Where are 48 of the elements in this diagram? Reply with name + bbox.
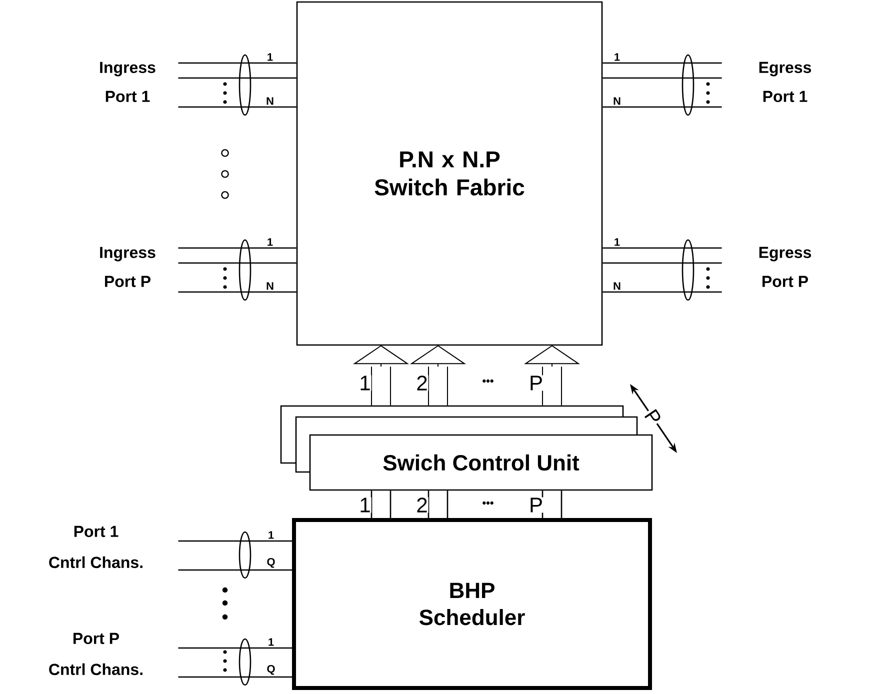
channel-line [178, 247, 296, 249]
switch-fabric-box: P.N x N.P Switch Fabric [296, 1, 603, 346]
channel-line [178, 676, 292, 678]
edge-label: N [266, 96, 274, 106]
edge-label: Q [266, 664, 276, 676]
channel-line [178, 569, 292, 571]
port-label: Egress Port 1 [759, 62, 812, 102]
edge-label: 1 [613, 238, 621, 246]
edge-label: 1 [266, 238, 274, 246]
channel-line [178, 540, 292, 542]
port-label: Egress Port P [759, 246, 812, 288]
channel-line [178, 647, 292, 649]
channel-line [178, 291, 296, 293]
edge-label: P [528, 375, 544, 391]
channel-line [178, 262, 296, 264]
channel-line [178, 77, 296, 79]
edge-label: N [612, 282, 622, 290]
channel-line [178, 62, 296, 64]
ellipsis-dots: ••• [481, 378, 495, 386]
hollow-arrow-shaft [542, 490, 562, 519]
edge-label: 1 [358, 497, 372, 513]
edge-label: N [266, 282, 274, 290]
edge-label: 1 [266, 52, 274, 62]
ellipsis-dots: ••• [481, 500, 495, 508]
edge-label: 1 [613, 52, 621, 62]
channel-label: Port P Cntrl Chans. [49, 632, 142, 676]
channel-line [602, 247, 722, 249]
channel-line [602, 291, 722, 293]
edge-label: P [528, 497, 544, 513]
edge-label: Q [266, 557, 276, 568]
port-label: Ingress Port 1 [100, 62, 156, 102]
scheduler-box: BHP Scheduler [292, 518, 652, 690]
edge-label: N [612, 96, 622, 106]
stack-count-label: P [642, 406, 664, 428]
edge-label: 2 [416, 497, 428, 513]
edge-label: 1 [358, 375, 372, 391]
hollow-arrow-shaft [428, 490, 448, 519]
edge-label: 1 [267, 638, 275, 646]
channel-line [602, 62, 722, 64]
channel-line [602, 106, 722, 108]
edge-label: 2 [416, 375, 428, 391]
channel-line [178, 106, 296, 108]
channel-line [602, 262, 722, 264]
channel-line [602, 77, 722, 79]
port-label: Ingress Port P [100, 246, 156, 288]
channel-label: Port 1 Cntrl Chans. [49, 526, 142, 568]
hollow-arrow-shaft [370, 490, 392, 519]
edge-label: 1 [267, 530, 275, 540]
